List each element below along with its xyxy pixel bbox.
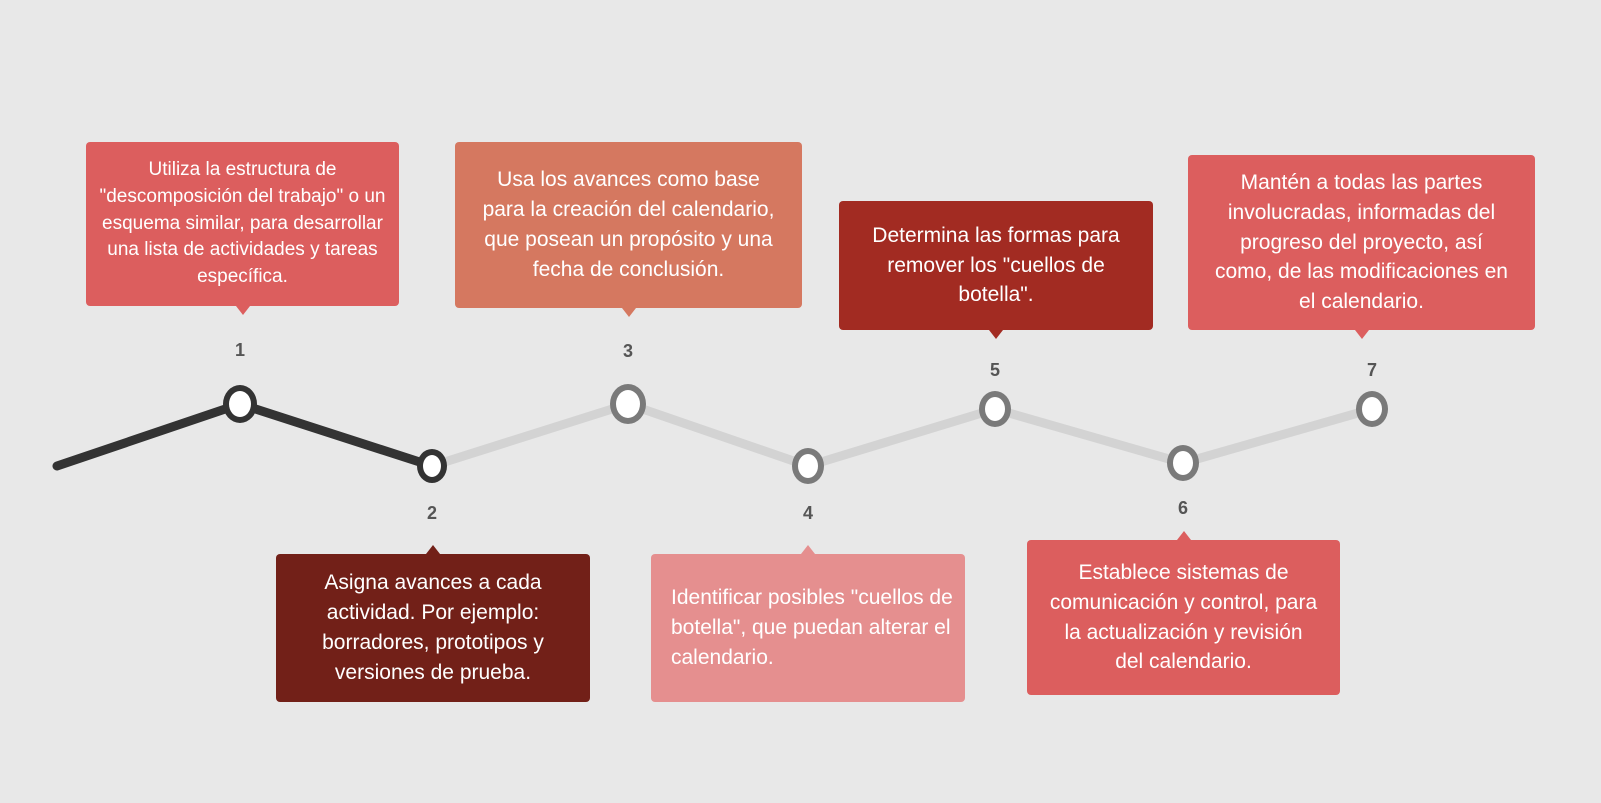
- step-3-number: 3: [622, 341, 633, 361]
- step-7-text: Mantén a todas las partes involucradas, …: [1215, 170, 1508, 314]
- timeline-segment-2: [235, 399, 437, 471]
- timeline-segment-4: [623, 399, 813, 471]
- step-2-node: [417, 449, 447, 483]
- step-7-card: Mantén a todas las partes involucradas, …: [1188, 155, 1535, 339]
- step-5-text: Determina las formas para remover los "c…: [872, 223, 1120, 307]
- timeline-segment-3: [427, 399, 633, 471]
- step-3-node: [610, 384, 646, 424]
- step-4-card: Identificar posibles "cuellos de botella…: [651, 545, 965, 702]
- step-1-number: 1: [234, 340, 245, 360]
- step-1-node: [223, 385, 257, 423]
- step-2-number: 2: [426, 503, 437, 523]
- step-4-node: [792, 448, 824, 484]
- step-6-text: Establece sistemas de comunicación y con…: [1049, 560, 1318, 674]
- step-7-node: [1356, 391, 1388, 427]
- step-3-text: Usa los avances como base para la creaci…: [482, 168, 775, 281]
- step-4-text: Identificar posibles "cuellos de botella…: [671, 586, 953, 669]
- step-3-card: Usa los avances como base para la creaci…: [455, 142, 802, 317]
- step-5-card: Determina las formas para remover los "c…: [839, 201, 1153, 339]
- step-5-number: 5: [989, 360, 1000, 380]
- step-4-number: 4: [802, 503, 813, 523]
- step-6-number: 6: [1177, 498, 1188, 518]
- step-6-card: Establece sistemas de comunicación y con…: [1027, 531, 1340, 695]
- timeline-segment-6: [990, 404, 1188, 468]
- step-5-node: [979, 391, 1011, 427]
- step-7-number: 7: [1366, 360, 1377, 380]
- step-1-card: Utiliza la estructura de "descomposición…: [86, 142, 399, 315]
- timeline-segment-5: [803, 404, 1000, 471]
- timeline-segment-7: [1178, 404, 1377, 468]
- step-2-text: Asigna avances a cada actividad. Por eje…: [322, 571, 544, 684]
- timeline-segment-1: [52, 399, 245, 471]
- step-1-text: Utiliza la estructura de "descomposición…: [99, 158, 386, 288]
- step-6-node: [1167, 445, 1199, 481]
- step-2-card: Asigna avances a cada actividad. Por eje…: [276, 545, 590, 702]
